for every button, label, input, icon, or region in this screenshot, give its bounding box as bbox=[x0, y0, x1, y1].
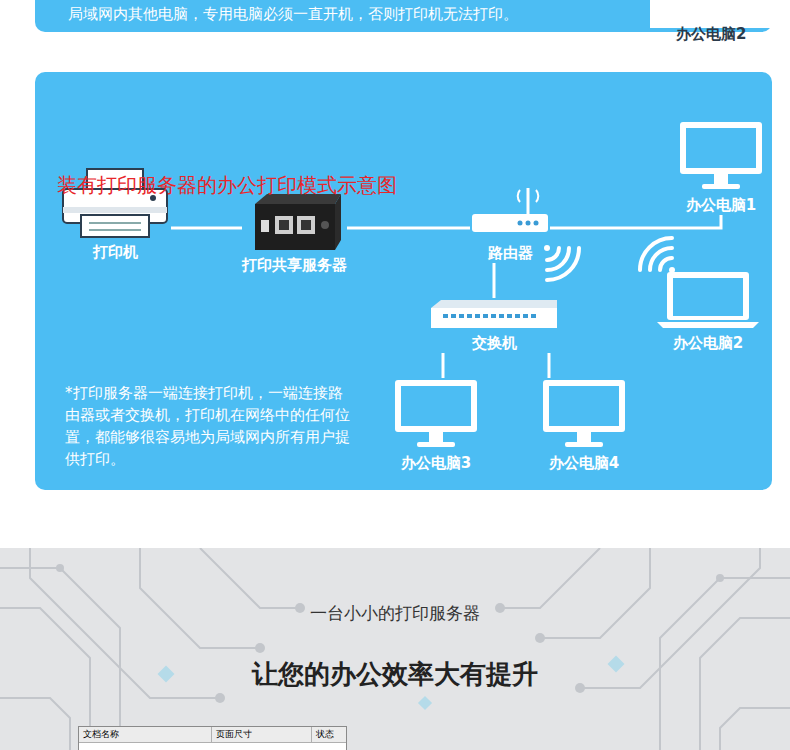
device-icon bbox=[429, 298, 559, 330]
bottom-ground bbox=[0, 548, 790, 750]
device-label: 办公电脑3 bbox=[401, 454, 471, 473]
top-white-box bbox=[650, 0, 772, 28]
switch-node: 交换机 bbox=[429, 298, 559, 353]
device-label: 打印机 bbox=[93, 243, 138, 262]
device-label: 办公电脑2 bbox=[673, 334, 743, 353]
diagram-panel: 打印机打印共享服务器 路由器 办公电脑1 办公电脑2 交换机办公电脑3 办公电脑4 *打印… bbox=[35, 72, 772, 490]
network-cable bbox=[347, 227, 470, 230]
heading: 让您的办公效率大有提升 bbox=[0, 657, 790, 692]
print-server-node: 打印共享服务器 bbox=[242, 192, 347, 275]
note-text: 局域网内其他电脑，专用电脑必须一直开机，否则打印机无法打印。 bbox=[68, 5, 790, 24]
table-cell: 状态 bbox=[312, 727, 346, 742]
network-cable bbox=[442, 353, 445, 378]
network-cable bbox=[171, 227, 242, 230]
device-icon bbox=[678, 120, 764, 192]
device-icon bbox=[470, 184, 550, 240]
device-label: 路由器 bbox=[488, 244, 533, 263]
device-label: 打印共享服务器 bbox=[242, 256, 347, 275]
router-node: 路由器 bbox=[470, 184, 550, 263]
device-label: 交换机 bbox=[472, 334, 517, 353]
laptop-node: 办公电脑2 bbox=[653, 270, 763, 353]
table-cell: 页面尺寸 bbox=[212, 727, 313, 742]
table-cell: 文档名称 bbox=[79, 727, 212, 742]
network-cable bbox=[548, 353, 551, 378]
device-label: 办公电脑4 bbox=[549, 454, 619, 473]
computer-node: 办公电脑1 bbox=[678, 120, 764, 215]
device-icon bbox=[541, 378, 627, 450]
network-cable bbox=[550, 215, 721, 228]
device-icon bbox=[653, 270, 763, 330]
note-text: *打印服务器一端连接打印机，一端连接路由器或者交换机，打印机在网络中的任何位置，… bbox=[65, 382, 357, 470]
device-label: 办公电脑1 bbox=[686, 196, 756, 215]
computer-node: 办公电脑3 bbox=[393, 378, 479, 473]
circuit-pattern bbox=[0, 548, 790, 750]
network-cable bbox=[493, 263, 496, 298]
device-icon bbox=[393, 378, 479, 450]
print-queue-screenshot: 文档名称 页面尺寸 状态 bbox=[78, 726, 347, 750]
subheading: 一台小小的打印服务器 bbox=[0, 602, 790, 625]
pc-caption: 办公电脑2 bbox=[676, 25, 790, 44]
device-icon bbox=[247, 192, 343, 252]
computer-node: 办公电脑4 bbox=[541, 378, 627, 473]
panel-title: 装有打印服务器的办公打印模式示意图 bbox=[57, 172, 790, 199]
